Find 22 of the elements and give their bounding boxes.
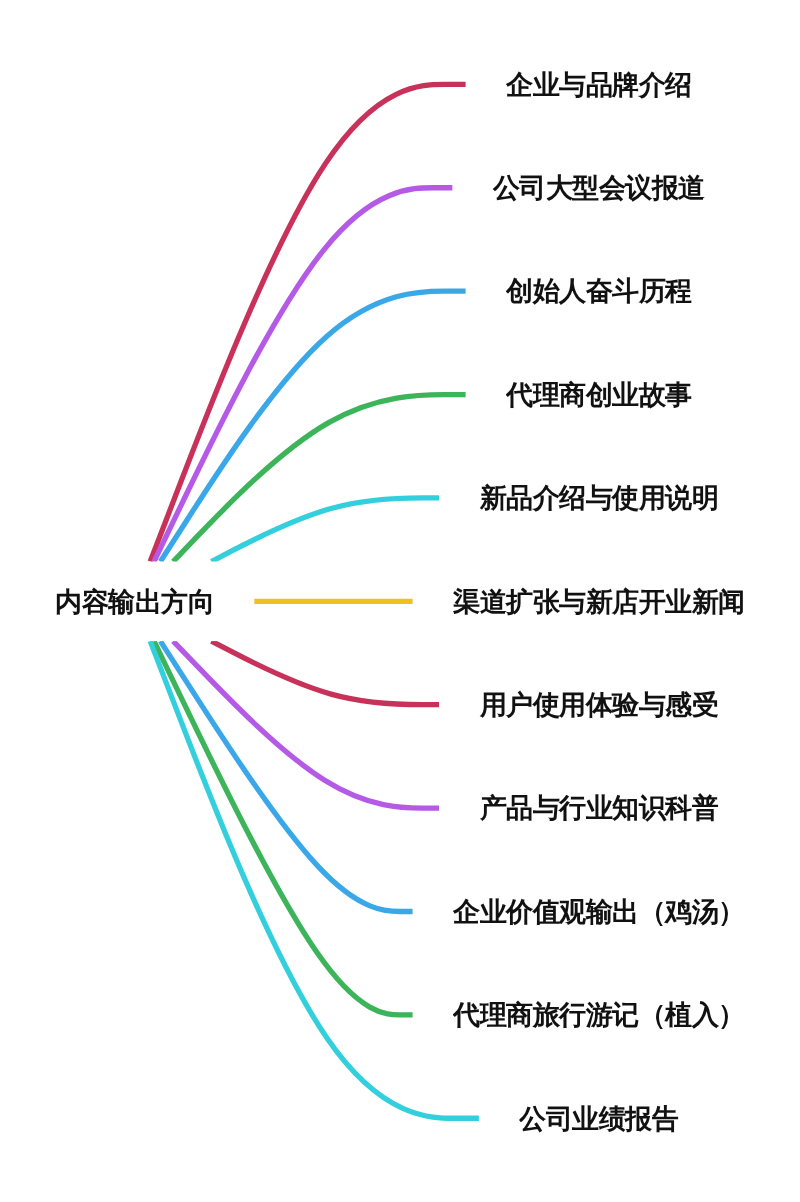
node-text: 新品介绍与使用说明 <box>479 481 719 514</box>
node-text: 创始人奋斗历程 <box>506 274 692 307</box>
node-text: 产品与行业知识科普 <box>479 791 719 824</box>
connector <box>151 184 453 563</box>
connector <box>210 494 440 564</box>
node-text: 用户使用体验与感受 <box>479 688 719 721</box>
node-text: 企业与品牌介绍 <box>506 68 692 100</box>
connector <box>151 639 414 1018</box>
node-text: 代理商创业故事 <box>506 378 692 411</box>
connector <box>210 638 440 708</box>
connector <box>254 598 414 604</box>
node-text: 企业价值观输出（鸡汤） <box>453 895 745 928</box>
node-text: 代理商旅行游记（植入） <box>453 998 745 1031</box>
node-text: 公司业绩报告 <box>519 1102 679 1134</box>
node-text: 公司大型会议报道 <box>492 171 705 204</box>
connector <box>158 288 467 563</box>
connector <box>147 639 480 1121</box>
connector <box>171 391 467 564</box>
connector <box>147 81 467 563</box>
connector <box>158 639 414 914</box>
connector <box>171 638 440 811</box>
node-text: 渠道扩张与新店开业新闻 <box>453 585 745 617</box>
